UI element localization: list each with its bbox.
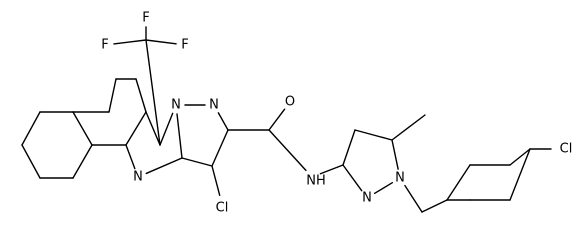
nitrogen-label-bridge: N (171, 98, 181, 113)
bond-c9-c10 (211, 129, 229, 167)
oxygen-label: O (285, 95, 295, 110)
bond-a2-a3 (72, 111, 93, 146)
fluorine-label-3: F (101, 38, 108, 53)
bond-d2-d3 (354, 129, 393, 141)
bond-a3-a4 (72, 144, 93, 179)
bond-d1-d2 (342, 129, 356, 166)
bond-n3-b2 (125, 144, 136, 170)
nitrogen-label-pyrazole: N (209, 98, 219, 113)
bond-b1-c1 (108, 78, 117, 113)
bond-b2-b3 (125, 111, 147, 146)
chlorine-label-core: Cl (216, 201, 229, 216)
bond-n4-n5 (373, 181, 394, 195)
bond-ch2-e1 (421, 199, 448, 213)
bond-e3-e4 (509, 148, 531, 166)
bond-c11-n3 (145, 157, 183, 175)
bond-n2-c9 (217, 112, 229, 131)
bond-a5-a6 (21, 144, 41, 179)
bond-c12-nh (268, 129, 307, 172)
bond-b4-n1 (159, 112, 174, 146)
amide-nh-label: NH (306, 174, 326, 189)
bond-c10-c11 (181, 157, 213, 167)
bond-layer (21, 26, 552, 213)
bond-d3-me (391, 114, 426, 141)
bond-e1-e2 (446, 164, 471, 201)
bond-e4-e5 (509, 148, 531, 201)
bond-c2-b3 (135, 78, 147, 113)
nitrogen-label-benzyl: N (395, 171, 405, 186)
bond-b3-b4 (145, 111, 161, 146)
bond-t0-f2 (145, 39, 177, 45)
atom-label-layer: F F F O N N N NH N N Cl Cl (101, 11, 572, 216)
bond-c11-n1 (176, 113, 183, 159)
structure-drawing: F F F O N N N NH N N Cl Cl (21, 11, 572, 216)
molecule-diagram: F F F O N N N NH N N Cl Cl (21, 11, 572, 216)
bond-nh-d1 (319, 164, 344, 175)
bond-t0-f3 (113, 39, 147, 45)
bond-n4-ch2 (404, 184, 423, 213)
fluorine-label-1: F (142, 11, 149, 26)
chlorine-label-phenyl: Cl (560, 142, 573, 157)
bond-a6-a1 (21, 111, 41, 146)
bond-c12-o (268, 108, 286, 131)
fluorine-label-2: F (181, 38, 188, 53)
nitrogen-label-ring: N (362, 191, 372, 206)
bond-d3-n4 (391, 139, 399, 170)
bond-c10-cl1 (211, 165, 221, 196)
nitrogen-label-pyrimidine: N (133, 170, 143, 185)
bond-b4-t0 (145, 39, 161, 146)
bond-n5-d1 (342, 164, 363, 192)
